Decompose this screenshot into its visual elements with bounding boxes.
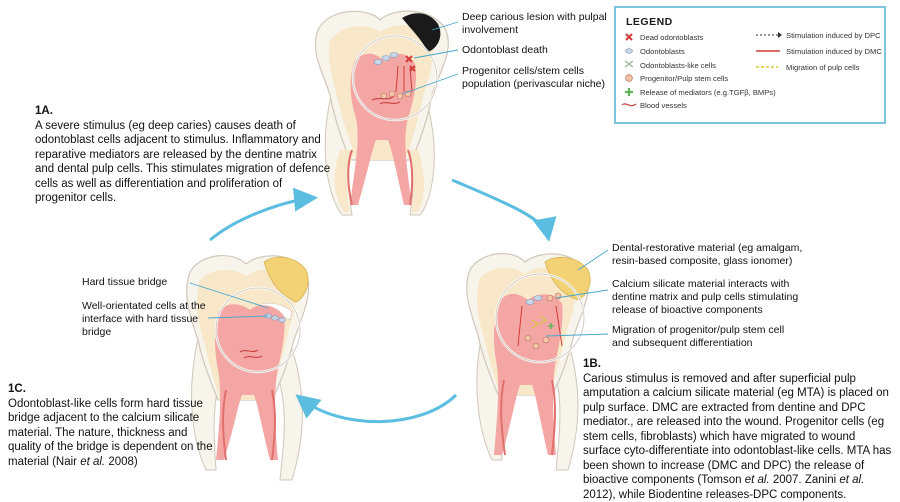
panel-1c-text: 1C. Odontoblast-like cells form hard tis… xyxy=(8,382,223,469)
panel-1a-body: A severe stimulus (eg deep caries) cause… xyxy=(35,120,330,205)
legend-item-blood-vessels: Blood vessels xyxy=(640,101,687,110)
callout-odontoblast-death: Odontoblast death xyxy=(462,44,612,57)
blood-vessel-icon xyxy=(622,104,636,106)
green-cross-icon xyxy=(625,88,633,96)
panel-1c-heading: 1C. xyxy=(8,382,223,397)
panel-1b-body-1: Carious stimulus is removed and after su… xyxy=(583,373,891,487)
tooth-1a xyxy=(315,11,448,215)
legend-item-migration: Migration of pulp cells xyxy=(786,63,859,72)
callout-restorative-material: Dental-restorative material (eg amalgam,… xyxy=(612,242,812,268)
odontoblast-like-cell-icon xyxy=(625,61,633,67)
panel-1c-body-2: 2008) xyxy=(105,456,138,468)
callout-calcium-silicate: Calcium silicate material interacts with… xyxy=(612,278,812,317)
legend-item-odontoblast-like: Odontoblasts-like cells xyxy=(640,61,716,70)
panel-1b-body-3: 2012), while Biodentine releases-DPC com… xyxy=(583,489,846,501)
stem-cell-icon xyxy=(626,75,633,82)
callout-well-orientated-cells: Well-orientated cells at the interface w… xyxy=(82,300,207,339)
callout-progenitor-cells: Progenitor cells/stem cells population (… xyxy=(462,65,622,91)
panel-1a-text: 1A. A severe stimulus (eg deep caries) c… xyxy=(35,104,335,206)
callout-migration: Migration of progenitor/pulp stem cell a… xyxy=(612,324,802,350)
legend-item-dpc: Stimulation induced by DPC xyxy=(786,31,881,40)
odontoblast-cell-icon xyxy=(626,49,633,54)
legend-item-stem-cells: Progenitor/Pulp stem cells xyxy=(640,74,728,83)
legend: LEGEND Dead odontoblasts Odontoblasts Od… xyxy=(614,6,886,124)
dotted-arrow-icon xyxy=(756,32,782,38)
panel-1b-etal-2: et al. xyxy=(839,474,864,486)
panel-1b-text: 1B. Carious stimulus is removed and afte… xyxy=(583,357,895,502)
callout-carious-lesion: Deep carious lesion with pulpal involvem… xyxy=(462,11,612,37)
panel-1b-heading: 1B. xyxy=(583,357,895,372)
legend-item-dmc: Stimulation induced by DMC xyxy=(786,47,882,56)
panel-1b-etal-1: et al. xyxy=(745,474,770,486)
callout-hard-tissue-bridge: Hard tissue bridge xyxy=(82,276,192,289)
legend-item-mediators: Release of mediators (e.g.TGFβ, BMPs) xyxy=(640,88,776,97)
red-x-icon xyxy=(626,34,632,40)
tooth-1b xyxy=(467,254,590,470)
panel-1b-body-2: 2007. Zanini xyxy=(770,474,840,486)
panel-1a-heading: 1A. xyxy=(35,104,335,119)
legend-item-dead-odontoblasts: Dead odontoblasts xyxy=(640,33,703,42)
legend-item-odontoblasts: Odontoblasts xyxy=(640,47,685,56)
cycle-arrow-1b-to-1c xyxy=(300,395,456,422)
panel-1c-etal: et al. xyxy=(80,456,105,468)
cycle-arrow-1a-to-1b xyxy=(452,180,548,236)
